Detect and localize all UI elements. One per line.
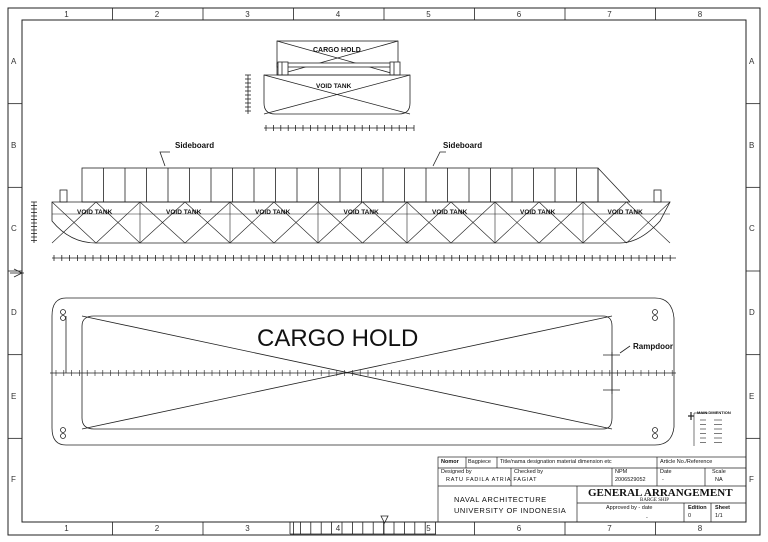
grid-col-1-bottom: 1 xyxy=(64,524,69,533)
tank-brace xyxy=(139,201,186,244)
sideboard-posts xyxy=(103,168,599,202)
tank-brace xyxy=(184,201,231,244)
grid-ticks xyxy=(8,8,760,535)
grid-col-4-top: 4 xyxy=(335,10,341,19)
grid-col-1-top: 1 xyxy=(64,10,69,19)
tb-header-bagpiece: Bagpiece xyxy=(468,459,491,465)
section-height-scale xyxy=(245,74,251,112)
void-tank-label: VOID TANK xyxy=(432,209,468,216)
grid-row-D-right: D xyxy=(749,307,755,317)
tank-brace xyxy=(406,201,452,244)
grid-col-6-top: 6 xyxy=(516,10,522,19)
grid-col-5-bottom: 5 xyxy=(426,524,431,533)
grid-col-7-bottom: 7 xyxy=(607,524,612,533)
grid-col-8-bottom: 8 xyxy=(697,524,703,533)
tb-designer-name: RATU FADILA ATRIA FAGIAT xyxy=(446,477,538,483)
void-tank-label: VOID TANK xyxy=(166,209,202,216)
tb-header-nomor: Nomor xyxy=(441,459,459,465)
section-breadth-scale xyxy=(265,125,415,131)
void-tank-label: VOID TANK xyxy=(255,209,291,216)
tb-drawing-title: GENERAL ARRANGEMENT xyxy=(588,487,733,499)
tb-designed-by-label: Designed by xyxy=(441,469,472,475)
grid-col-5-top: 5 xyxy=(426,10,431,19)
tank-brace xyxy=(51,201,97,244)
grid-row-E-right: E xyxy=(749,391,755,401)
tb-edition-value: 0 xyxy=(688,513,692,519)
tank-brace xyxy=(538,201,584,244)
grid-col-2-bottom: 2 xyxy=(154,524,160,533)
sideboard-label-fwd: Sideboard xyxy=(175,141,215,150)
tb-scale-label: Scale xyxy=(712,469,726,475)
title-block xyxy=(437,456,747,523)
grid-col-6-bottom: 6 xyxy=(516,524,522,533)
inner-border xyxy=(21,19,747,523)
void-tank-label: VOID TANK xyxy=(607,209,643,216)
grid-col-8-top: 8 xyxy=(697,10,703,19)
rampdoor-label: Rampdoor xyxy=(633,342,673,351)
tank-brace xyxy=(494,201,540,244)
tb-scale-value: NA xyxy=(715,477,723,483)
grid-row-A-left: A xyxy=(11,56,17,66)
main-dimension-title: MAIN DIMENTION xyxy=(697,410,731,415)
grid-row-E-left: E xyxy=(11,391,17,401)
grid-row-F-left: F xyxy=(11,475,16,485)
grid-col-7-top: 7 xyxy=(607,10,612,19)
tb-university: UNIVERSITY OF INDONESIA xyxy=(454,506,567,515)
tb-department: NAVAL ARCHITECTURE xyxy=(454,495,547,504)
profile-height-scale xyxy=(31,201,37,241)
grid-row-B-right: B xyxy=(749,140,755,150)
deck-plan xyxy=(50,297,676,446)
tank-brace xyxy=(582,201,627,244)
tb-date-value: - xyxy=(662,477,664,483)
grid-row-D-left: D xyxy=(11,307,17,317)
tb-sheet-value: 1/1 xyxy=(715,513,723,519)
outer-border xyxy=(7,7,761,536)
tb-approved-label: Approved by - date xyxy=(606,505,653,511)
grid-col-2-top: 2 xyxy=(154,10,160,19)
deck-cargo-hold-label: CARGO HOLD xyxy=(257,325,419,352)
grid-row-C-left: C xyxy=(11,224,17,234)
tank-brace xyxy=(229,201,275,244)
tb-approved-value: - xyxy=(646,515,648,521)
void-tank-label: VOID TANK xyxy=(77,209,113,216)
deck-centerline-scale xyxy=(55,370,673,376)
tank-brace xyxy=(317,201,363,244)
main-dimension-legend xyxy=(688,412,722,446)
tb-sheet-label: Sheet xyxy=(715,505,730,511)
grid-col-3-top: 3 xyxy=(245,10,250,19)
tank-brace xyxy=(450,201,496,244)
tank-brace xyxy=(95,201,141,244)
tb-header-article: Article No./Reference xyxy=(660,459,713,465)
void-tank-label: VOID TANK xyxy=(520,209,556,216)
profile-length-scale xyxy=(53,255,671,261)
tb-edition-label: Edition xyxy=(688,505,707,511)
void-tank-label: VOID TANK xyxy=(343,209,379,216)
bottom-scale-strip xyxy=(289,515,437,535)
tank-brace xyxy=(362,201,408,244)
left-center-marker xyxy=(10,268,24,278)
grid-row-C-right: C xyxy=(749,224,755,234)
tb-drawing-subtitle: BARGE SHIP xyxy=(640,498,670,503)
sideboard-label-aft: Sideboard xyxy=(443,141,483,150)
grid-row-B-left: B xyxy=(11,140,17,150)
grid-row-F-right: F xyxy=(749,475,754,485)
section-void-tank-label: VOID TANK xyxy=(316,83,352,90)
grid-col-4-bottom: 4 xyxy=(335,524,341,533)
tb-header-title: Title/nama designation material dimensio… xyxy=(500,459,612,465)
grid-col-3-bottom: 3 xyxy=(245,524,250,533)
tb-npm-value: 2006529052 xyxy=(615,477,646,483)
grid-row-A-right: A xyxy=(749,56,755,66)
void-tank-structure xyxy=(51,201,671,244)
midship-section xyxy=(247,40,414,129)
tank-brace xyxy=(626,201,671,244)
tb-checked-by-label: Checked by xyxy=(514,469,544,475)
section-cargo-hold-label: CARGO HOLD xyxy=(313,47,361,54)
tank-brace xyxy=(273,201,319,244)
tb-date-label: Date xyxy=(660,469,672,475)
tb-npm-label: NPM xyxy=(615,469,628,475)
